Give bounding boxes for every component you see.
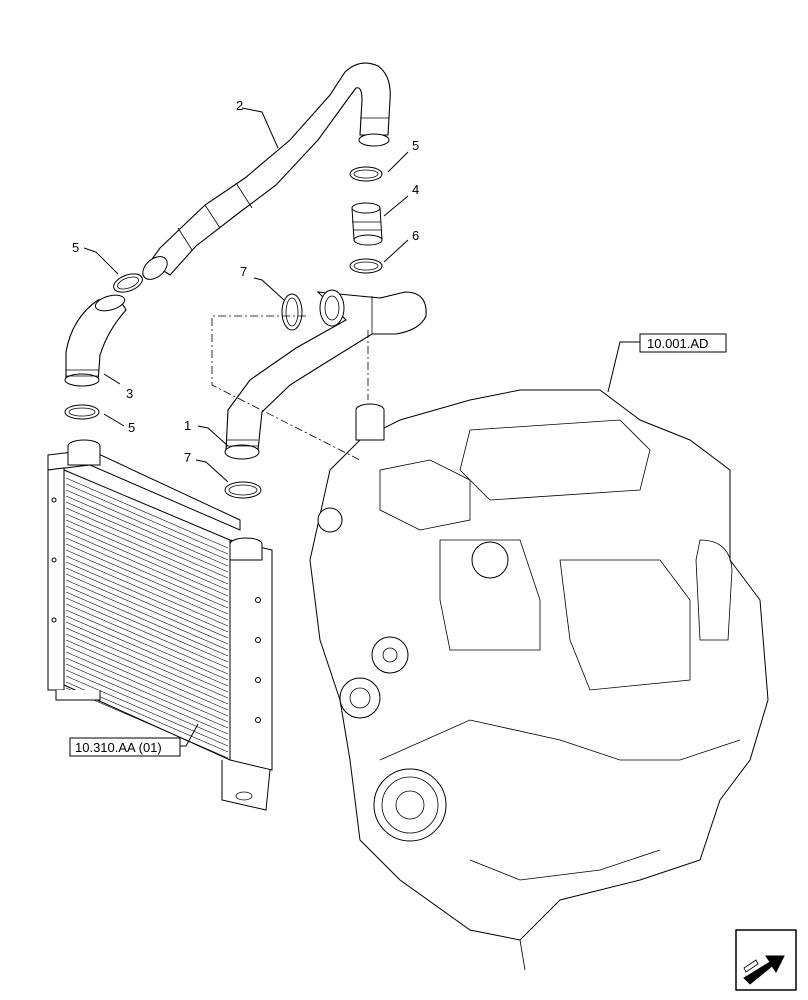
intercooler[interactable] <box>47 439 273 811</box>
callout-7-top[interactable]: 7 <box>240 264 247 279</box>
fin-line <box>65 537 229 609</box>
fin-line <box>65 633 229 705</box>
fin-line <box>65 597 229 669</box>
callout-3[interactable]: 3 <box>126 386 133 401</box>
fin-line <box>65 645 229 717</box>
clamp-7-upper[interactable] <box>281 293 303 331</box>
fin-line <box>65 615 229 687</box>
fin-line <box>65 489 229 561</box>
fin-line <box>65 507 229 579</box>
callout-5-top[interactable]: 5 <box>412 138 419 153</box>
fin-line <box>65 675 229 747</box>
clamp-5-lower[interactable] <box>64 404 100 420</box>
callout-5-lower[interactable]: 5 <box>128 420 135 435</box>
ref-engine[interactable]: 10.001.AD <box>639 333 727 353</box>
fin-line <box>65 483 229 555</box>
callout-5-left[interactable]: 5 <box>72 240 79 255</box>
fin-line <box>65 651 229 723</box>
clamp-5-upper[interactable] <box>349 166 383 182</box>
fin-line <box>65 531 229 603</box>
fin-line <box>65 603 229 675</box>
fin-line <box>65 543 229 615</box>
fin-line <box>65 669 229 741</box>
hose-3[interactable] <box>64 292 127 387</box>
ref-intercooler[interactable]: 10.310.AA (01) <box>69 737 181 757</box>
hose-2[interactable] <box>138 62 391 284</box>
fin-line <box>65 567 229 639</box>
fin-line <box>65 579 229 651</box>
fin-line <box>65 525 229 597</box>
fin-line <box>65 663 229 735</box>
fin-line <box>65 495 229 567</box>
fin-line <box>65 585 229 657</box>
fin-line <box>65 627 229 699</box>
assembly-centerlines <box>211 315 369 461</box>
connector-4[interactable] <box>351 202 383 246</box>
ref-engine-label: 10.001.AD <box>647 336 708 351</box>
next-page-arrow-icon[interactable] <box>735 929 797 991</box>
hose-1[interactable] <box>224 289 427 460</box>
callout-4[interactable]: 4 <box>412 182 419 197</box>
clamp-7-lower[interactable] <box>224 481 262 499</box>
callout-1[interactable]: 1 <box>184 418 191 433</box>
fin-line <box>65 609 229 681</box>
callout-6[interactable]: 6 <box>412 228 419 243</box>
clamp-5-left[interactable] <box>111 270 145 295</box>
fin-line <box>65 555 229 627</box>
fin-line <box>65 519 229 591</box>
fin-line <box>65 639 229 711</box>
fin-line <box>65 573 229 645</box>
leader-lines <box>83 107 640 747</box>
clamp-6[interactable] <box>349 258 383 274</box>
callout-labels: 2 5 4 6 5 7 3 5 1 7 <box>72 98 419 465</box>
fin-line <box>65 561 229 633</box>
fin-line <box>65 657 229 729</box>
fin-line <box>65 591 229 663</box>
fin-line <box>65 501 229 573</box>
fin-line <box>65 513 229 585</box>
callout-7-lower[interactable]: 7 <box>184 450 191 465</box>
fin-line <box>65 549 229 621</box>
fin-line <box>65 621 229 693</box>
fin-line <box>65 477 229 549</box>
ref-intercooler-label: 10.310.AA (01) <box>75 740 162 755</box>
callout-2[interactable]: 2 <box>236 98 243 113</box>
engine-assembly[interactable] <box>309 389 769 971</box>
